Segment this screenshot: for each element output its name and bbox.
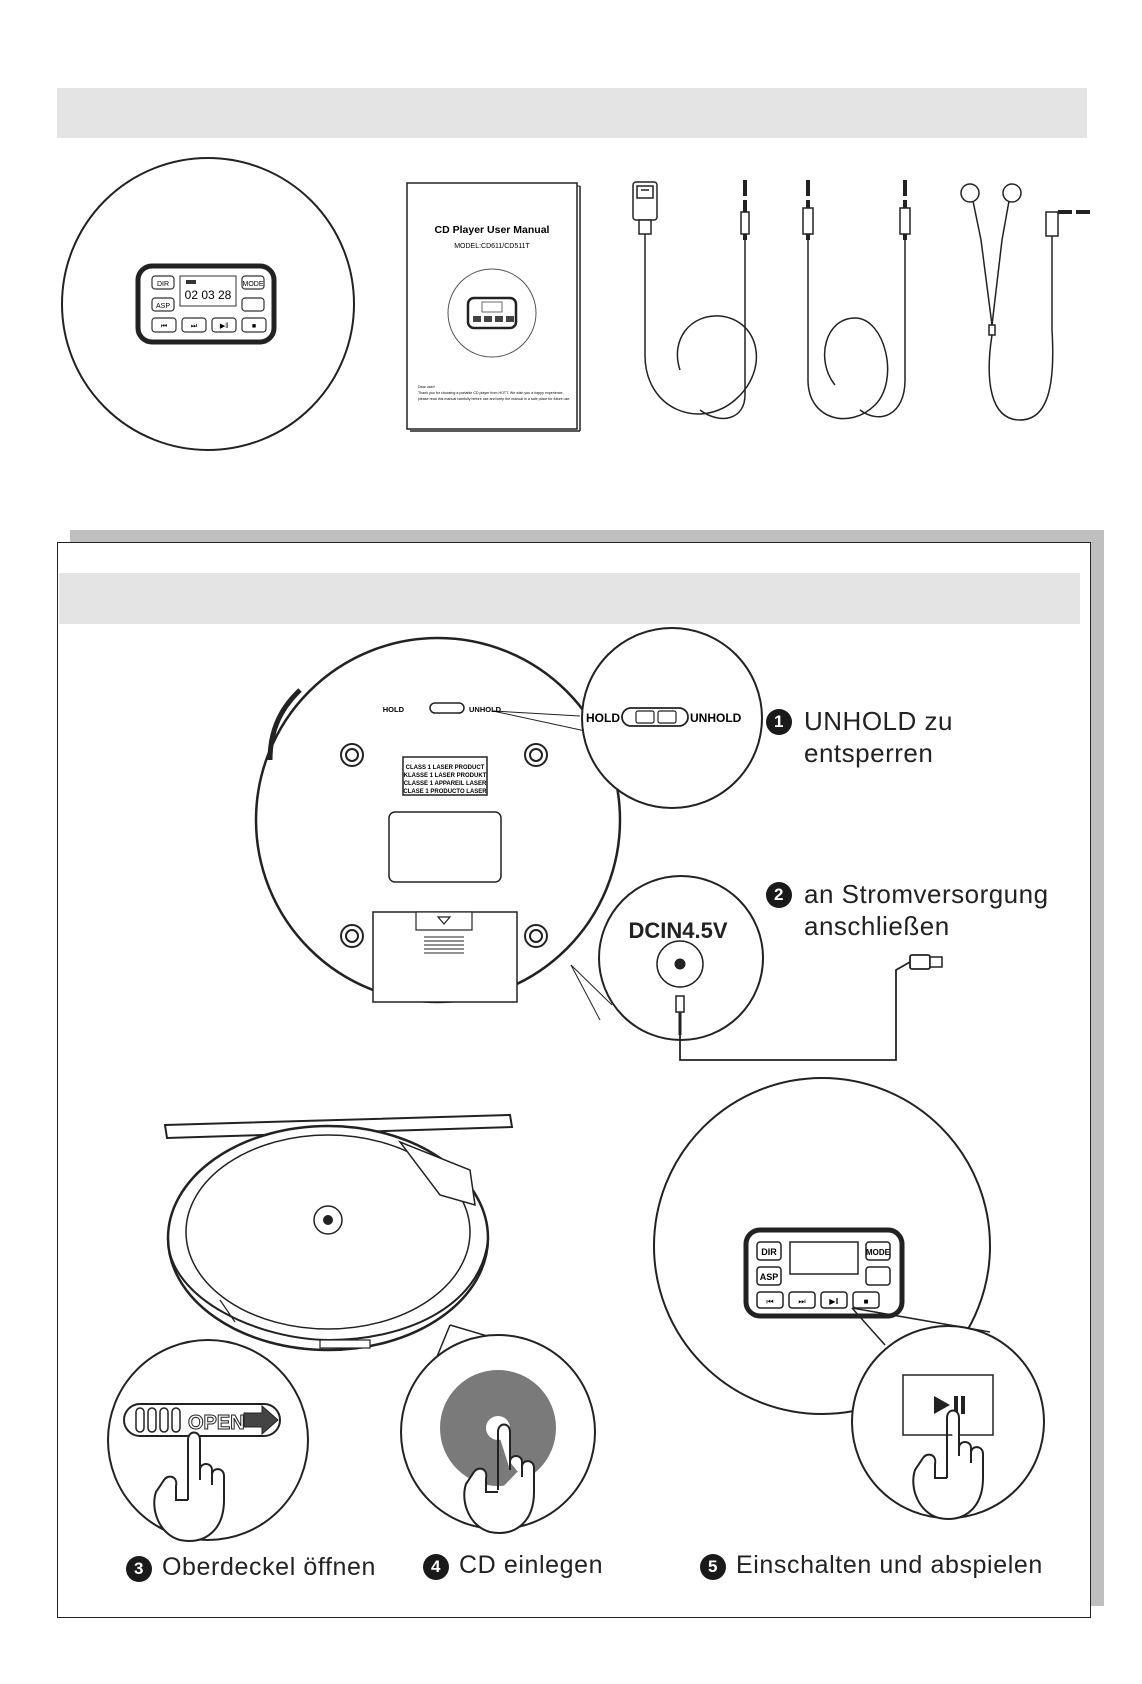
- svg-text:⏭: ⏭: [191, 323, 198, 330]
- step-4-text: CD einlegen: [459, 1550, 604, 1579]
- svg-text:▶‖: ▶‖: [829, 1297, 838, 1306]
- svg-text:⏮: ⏮: [766, 1297, 773, 1306]
- zoom-panel-dir: DIR: [761, 1247, 777, 1257]
- hold-switch-zoom: HOLD UNHOLD: [581, 627, 763, 809]
- play-button-zoom: [851, 1325, 1045, 1520]
- section-header-bar-main: [59, 573, 1080, 624]
- player-open-lid: [163, 1113, 514, 1352]
- section-header-bar-top: [57, 88, 1087, 138]
- laser-line-2: KLASSE 1 LASER PRODUKT: [404, 773, 487, 779]
- control-panel-zoom: DIR MODE ASP ⏮ ⏭ ▶‖ ■: [653, 1077, 991, 1415]
- dc-in-zoom: DCIN4.5V: [570, 875, 943, 1061]
- usb-power-cable: [632, 180, 758, 420]
- panel-dir-text: DIR: [157, 281, 169, 288]
- step-1-number: 1: [766, 709, 792, 735]
- step-5-text: Einschalten und abspielen: [736, 1550, 1043, 1579]
- step-3-text: Oberdeckel öffnen: [162, 1552, 377, 1581]
- svg-text:⏭: ⏭: [798, 1297, 805, 1306]
- display-time-text: 02 03 28: [185, 288, 232, 302]
- step-1-unhold: 1 UNHOLD zu entsperren: [766, 705, 953, 769]
- manual-fine-print-2: Thank you for choosing a portable CD pla…: [418, 391, 564, 395]
- step-2-number: 2: [766, 882, 792, 908]
- step-4-number: 4: [423, 1554, 449, 1580]
- step-4-insert-cd: 4 CD einlegen: [423, 1550, 603, 1580]
- manual-fine-print-1: Dear user!: [418, 385, 435, 389]
- aux-audio-cable: [802, 180, 911, 420]
- cd-player-top-view: DIR MODE ASP 02 03 28 ⏮ ⏭ ▶‖ ■: [61, 157, 355, 451]
- step-3-number: 3: [126, 1556, 152, 1582]
- cd-insert-zoom: [400, 1324, 596, 1534]
- step-5-number: 5: [700, 1554, 726, 1580]
- step-1-line-1: UNHOLD zu: [804, 706, 953, 736]
- svg-text:▶‖: ▶‖: [220, 323, 228, 330]
- dc-in-label: DCIN4.5V: [628, 918, 727, 943]
- laser-line-1: CLASS 1 LASER PRODUCT: [406, 765, 485, 771]
- open-label: OPEN: [188, 1412, 245, 1434]
- step-5-play: 5 Einschalten und abspielen: [700, 1550, 1043, 1580]
- accessories-illustration: DIR MODE ASP 02 03 28 ⏮ ⏭ ▶‖ ■ CD Player…: [61, 157, 1090, 451]
- manual-title: CD Player User Manual: [435, 224, 550, 236]
- svg-text:■: ■: [864, 1297, 869, 1306]
- step-1-line-2: entsperren: [804, 738, 934, 768]
- panel-asp-text: ASP: [156, 303, 170, 310]
- laser-label: CLASS 1 LASER PRODUCT KLASSE 1 LASER PRO…: [403, 765, 487, 795]
- hold-label-small: HOLD: [383, 705, 405, 714]
- panel-mode-text: MODE: [243, 281, 264, 288]
- step-3-open-lid: 3 Oberdeckel öffnen: [126, 1552, 376, 1582]
- step-2-line-1: an Stromversorgung: [804, 879, 1049, 909]
- zoom-panel-asp: ASP: [760, 1272, 779, 1282]
- zoom-panel-mode: MODE: [866, 1248, 891, 1257]
- manual-model: MODEL:CD611/CD511T: [454, 243, 530, 250]
- earphones: [960, 183, 1090, 421]
- step-2-line-2: anschließen: [804, 911, 950, 941]
- user-manual-booklet: CD Player User Manual MODEL:CD611/CD511T…: [406, 182, 581, 432]
- unhold-label-zoom: UNHOLD: [690, 711, 742, 725]
- step-2-power: 2 an Stromversorgung anschließen: [766, 878, 1049, 942]
- unhold-label-small: UNHOLD: [469, 705, 502, 714]
- svg-text:⏮: ⏮: [161, 323, 167, 330]
- hold-label-zoom: HOLD: [586, 711, 620, 725]
- open-slider-zoom: OPEN: [107, 1339, 309, 1542]
- laser-line-4: CLASE 1 PRODUCTO LASER: [403, 789, 487, 795]
- manual-fine-print-3: please read this manual carefully before…: [418, 397, 570, 401]
- player-bottom-view: [254, 636, 622, 1004]
- laser-line-3: CLASSE 1 APPAREIL LASER: [404, 781, 487, 787]
- svg-text:■: ■: [252, 323, 256, 330]
